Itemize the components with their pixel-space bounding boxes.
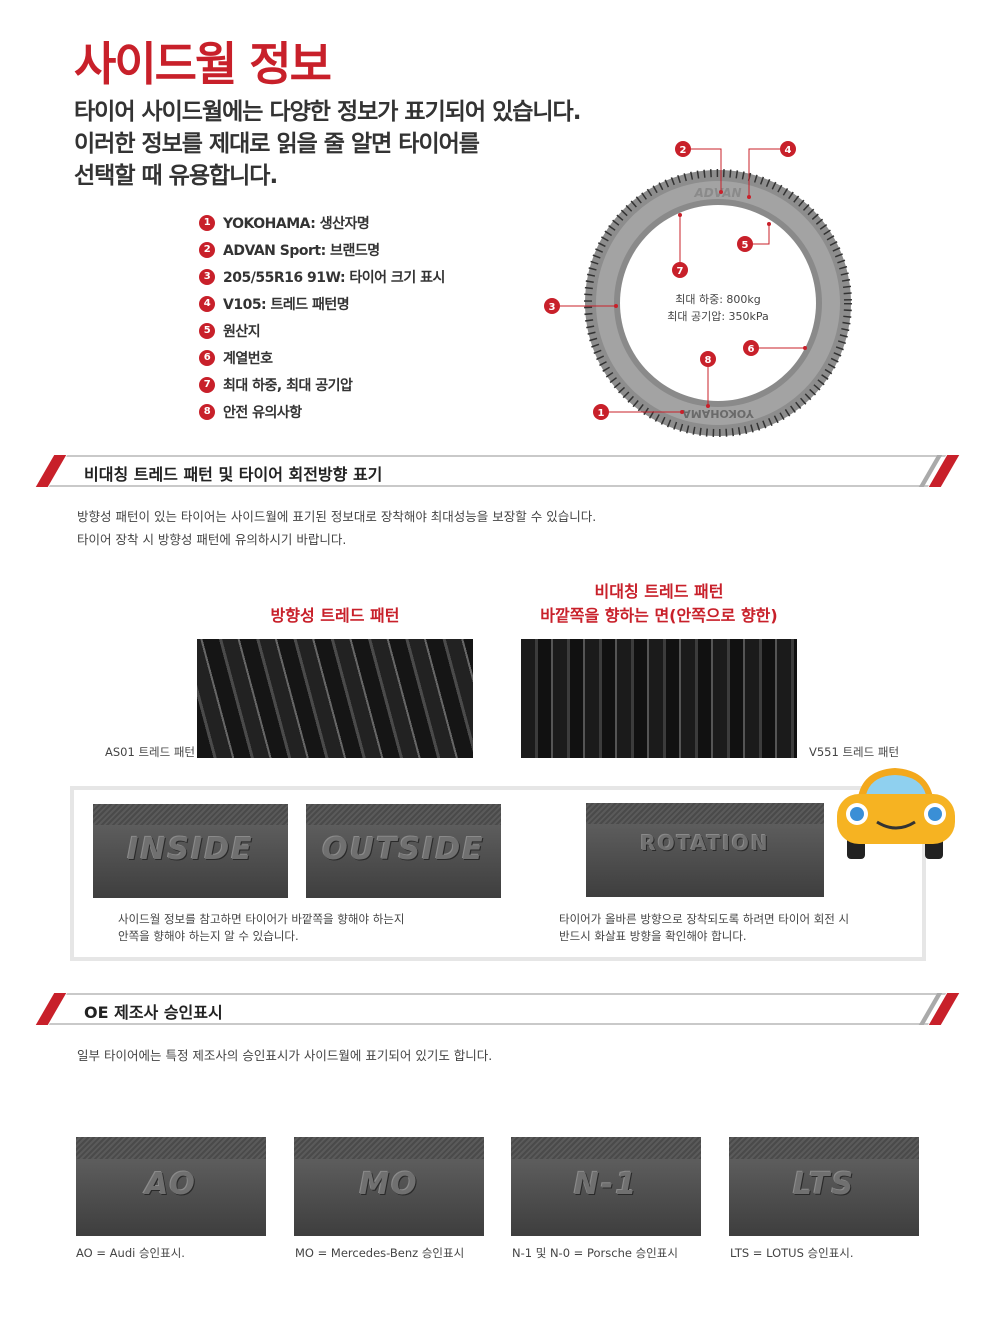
callout-7: 7	[672, 262, 688, 278]
legend-item: 3 205/55R16 91W: 타이어 크기 표시	[199, 263, 445, 290]
lts-caption: LTS = LOTUS 승인표시.	[730, 1246, 854, 1260]
max-pressure-text: 최대 공기압: 350kPa	[667, 310, 769, 323]
heading-line: 바깥쪽을 향하는 면(안쪽으로 향한)	[540, 606, 778, 625]
number-badge: 2	[199, 241, 215, 258]
section1-text: 방향성 패턴이 있는 타이어는 사이드월에 표기된 정보대로 장착해야 최대성능…	[77, 505, 596, 551]
callout-5: 5	[737, 236, 753, 252]
tire-diagram: ADVAN YOKOHAMA 최대 하중: 800kg 최대 공기압: 350k…	[544, 141, 852, 437]
callout-8: 8	[700, 351, 716, 367]
tread-edge	[584, 169, 852, 437]
callout-3: 3	[544, 298, 560, 314]
subtitle-line: 타이어 사이드월에는 다양한 정보가 표기되어 있습니다.	[74, 99, 581, 125]
svg-text:2: 2	[680, 145, 687, 156]
ao-photo: AO	[76, 1137, 266, 1236]
section-header: 비대칭 트레드 패턴 및 타이어 회전방향 표기	[35, 455, 960, 487]
svg-text:8: 8	[705, 355, 712, 366]
legend-text: 원산지	[223, 323, 261, 340]
svg-text:7: 7	[677, 266, 684, 277]
svg-text:5: 5	[742, 240, 749, 251]
mo-caption: MO = Mercedes-Benz 승인표시	[295, 1246, 465, 1260]
car-icon	[837, 768, 955, 859]
section-title: 비대칭 트레드 패턴 및 타이어 회전방향 표기	[84, 465, 383, 484]
legend-text: 안전 유의사항	[223, 404, 302, 421]
legend-item: 7 최대 하중, 최대 공기압	[199, 371, 445, 398]
legend-item: 1 YOKOHAMA: 생산자명	[199, 209, 445, 236]
sidewall-maker: YOKOHAMA	[682, 407, 755, 420]
subtitle: 타이어 사이드월에는 다양한 정보가 표기되어 있습니다. 이러한 정보를 제대…	[74, 96, 581, 192]
lts-photo: LTS	[729, 1137, 919, 1236]
inside-photo: INSIDE	[93, 804, 288, 898]
svg-text:4: 4	[785, 145, 792, 156]
legend-text: 최대 하중, 최대 공기압	[223, 377, 353, 394]
callout-4: 4	[780, 141, 796, 157]
mo-photo: MO	[294, 1137, 484, 1236]
number-badge: 5	[199, 322, 215, 339]
number-badge: 4	[199, 295, 215, 312]
directional-heading: 방향성 트레드 패턴	[270, 606, 400, 625]
as01-tread-image	[197, 639, 473, 758]
page-title: 사이드월 정보	[74, 37, 332, 91]
n1-caption: N-1 및 N-0 = Porsche 승인표시	[512, 1246, 678, 1260]
section2-text: 일부 타이어에는 특정 제조사의 승인표시가 사이드월에 표기되어 있기도 합니…	[77, 1048, 493, 1063]
text-line: 방향성 패턴이 있는 타이어는 사이드월에 표기된 정보대로 장착해야 최대성능…	[77, 509, 597, 524]
ao-caption: AO = Audi 승인표시.	[76, 1246, 185, 1260]
callout-6: 6	[743, 340, 759, 356]
svg-text:6: 6	[748, 344, 755, 355]
tire-center	[620, 205, 816, 401]
legend-item: 2 ADVAN Sport: 브랜드명	[199, 236, 445, 263]
heading-line: 비대칭 트레드 패턴	[594, 582, 724, 601]
v551-label: V551 트레드 패턴	[809, 745, 900, 759]
legend-list: 1 YOKOHAMA: 생산자명 2 ADVAN Sport: 브랜드명 3 205/…	[199, 209, 445, 425]
rotation-photo: ROTATION	[586, 803, 824, 897]
outside-photo: OUTSIDE	[306, 804, 501, 898]
section-header: OE 제조사 승인표시	[35, 993, 960, 1025]
legend-item: 5 원산지	[199, 317, 445, 344]
number-badge: 3	[199, 268, 215, 285]
legend-item: 6 계열번호	[199, 344, 445, 371]
number-badge: 8	[199, 403, 215, 420]
number-badge: 1	[199, 214, 215, 231]
section-title: OE 제조사 승인표시	[84, 1003, 223, 1022]
number-badge: 6	[199, 349, 215, 366]
legend-text: 계열번호	[223, 350, 273, 367]
svg-text:3: 3	[549, 302, 556, 313]
legend-text: YOKOHAMA: 생산자명	[223, 215, 370, 232]
callout-1: 1	[593, 404, 609, 420]
number-badge: 7	[199, 376, 215, 393]
legend-item: 4 V105: 트레드 패턴명	[199, 290, 445, 317]
as01-label: AS01 트레드 패턴	[105, 745, 196, 759]
legend-text: V105: 트레드 패턴명	[223, 296, 350, 313]
n1-photo: N-1	[511, 1137, 701, 1236]
legend-text: 205/55R16 91W: 타이어 크기 표시	[223, 269, 445, 286]
sidewall-marking-box	[70, 786, 926, 961]
svg-text:1: 1	[598, 408, 605, 419]
asym-heading: 비대칭 트레드 패턴 바깥쪽을 향하는 면(안쪽으로 향한)	[500, 580, 818, 628]
text-line: 타이어 장착 시 방향성 패턴에 유의하시기 바랍니다.	[77, 532, 347, 547]
subtitle-line: 이러한 정보를 제대로 읽을 줄 알면 타이어를	[74, 131, 480, 157]
callout-2: 2	[675, 141, 691, 157]
sidewall-brand: ADVAN	[693, 186, 741, 200]
subtitle-line: 선택할 때 유용합니다.	[74, 163, 278, 189]
legend-item: 8 안전 유의사항	[199, 398, 445, 425]
max-load-text: 최대 하중: 800kg	[675, 292, 761, 306]
legend-text: ADVAN Sport: 브랜드명	[223, 242, 380, 259]
v551-tread-image	[521, 639, 797, 758]
